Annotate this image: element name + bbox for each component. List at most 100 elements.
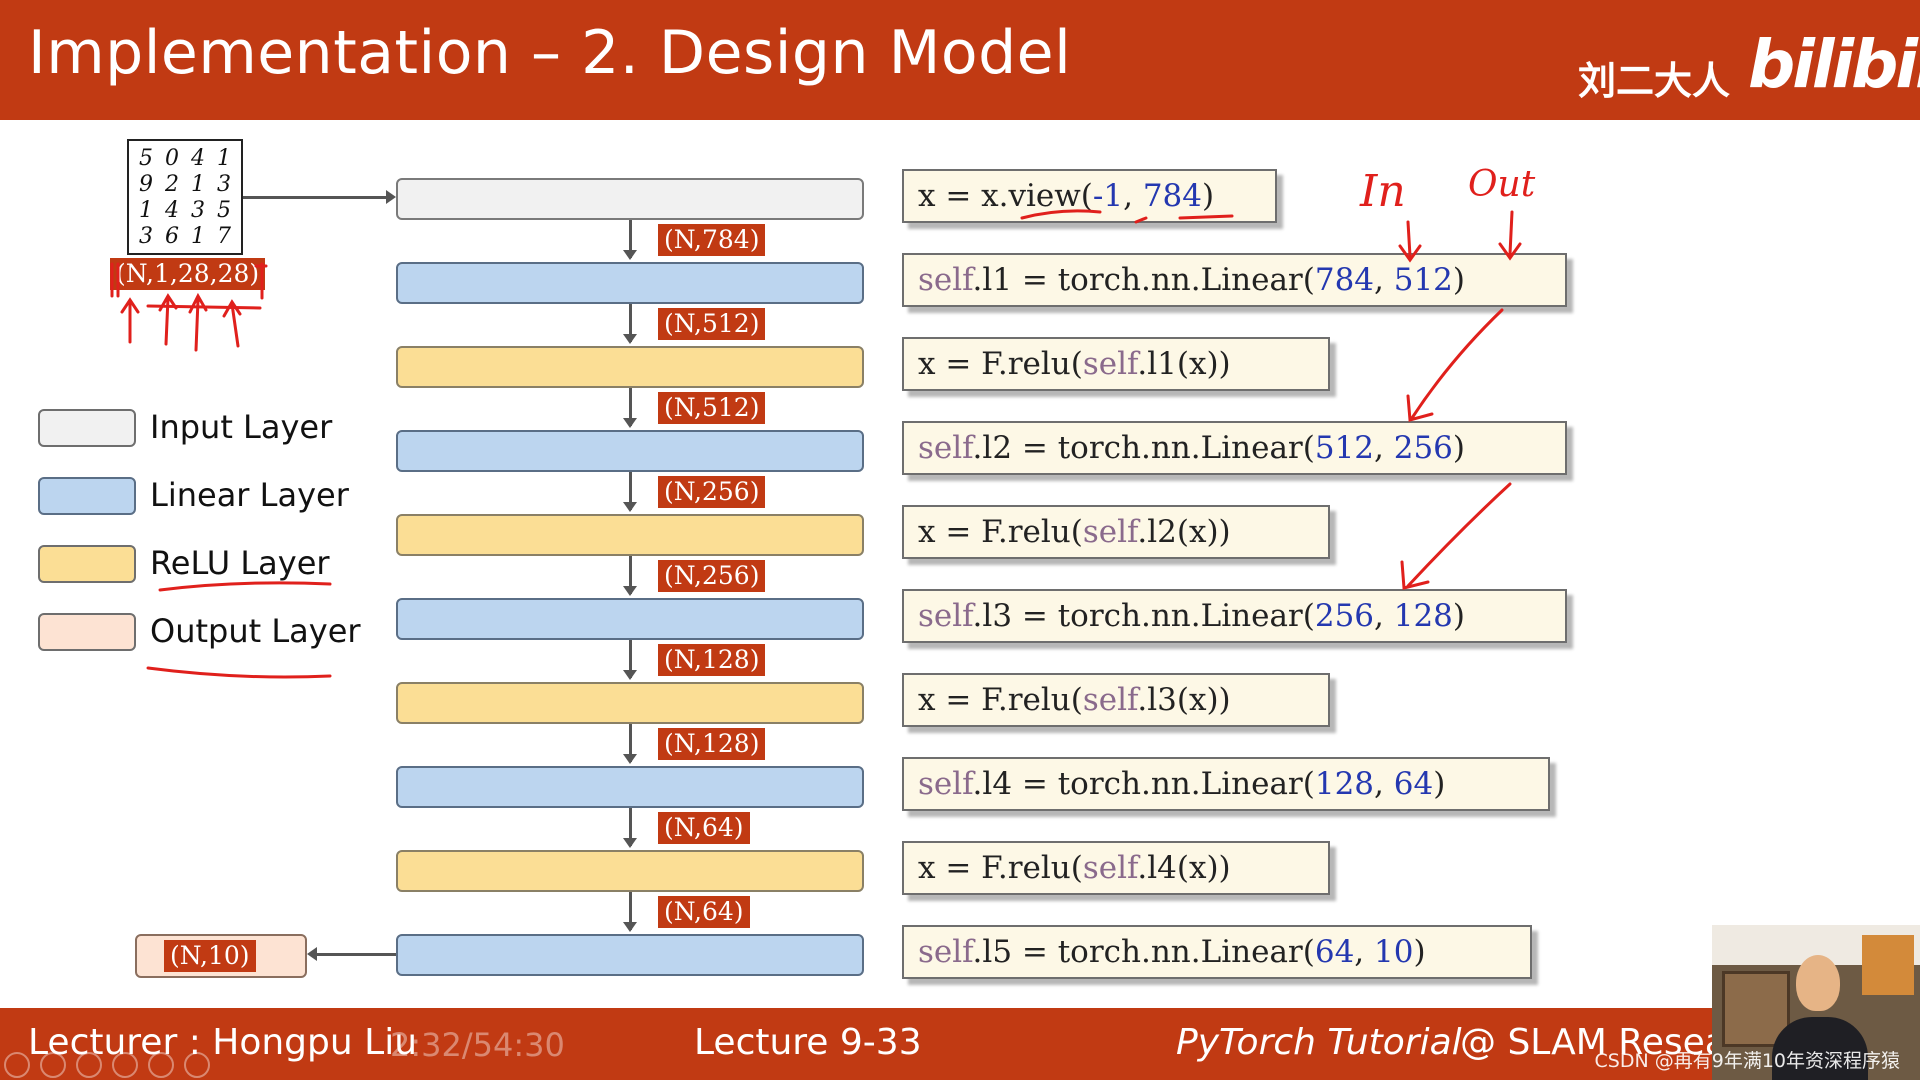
code-linear-line-4: self.l4 = torch.nn.Linear(128, 64): [902, 757, 1550, 811]
mnist-digit: 1: [191, 171, 205, 197]
tensor-shape-label: (N,128): [658, 644, 766, 676]
mnist-digit: 3: [217, 171, 231, 197]
bilibili-logo: bilibili: [1748, 26, 1920, 103]
code-number: 256: [1393, 430, 1453, 466]
video-player-controls[interactable]: [4, 1052, 224, 1080]
tensor-shape-label: (N,512): [658, 392, 766, 424]
flow-arrow: [623, 220, 637, 260]
mnist-digit: 1: [191, 223, 205, 249]
legend-input-swatch: [38, 409, 136, 447]
more-icon[interactable]: [184, 1052, 210, 1078]
author-brand: 刘二大人: [1578, 59, 1731, 103]
code-linear-line-2: self.l2 = torch.nn.Linear(512, 256): [902, 421, 1567, 475]
mnist-digit: 5: [139, 145, 153, 171]
mnist-digit: 2: [165, 171, 179, 197]
code-number: 128: [1314, 766, 1375, 802]
forward-icon[interactable]: [76, 1052, 102, 1078]
code-text: ,: [1374, 430, 1394, 466]
mnist-digit: 3: [191, 197, 205, 223]
code-text: ): [1202, 178, 1215, 214]
zoom-icon[interactable]: [148, 1052, 174, 1078]
lecture-number: Lecture 9-33: [694, 1022, 922, 1063]
chain-arrow-ink: [1406, 308, 1504, 422]
code-text: self.l5 = torch.nn.Linear(: [918, 934, 1315, 970]
relu-layer: [396, 346, 864, 388]
code-text: self.l2 = torch.nn.Linear(: [918, 430, 1315, 466]
up-arrow-ink: [120, 297, 140, 344]
tensor-shape-label: (N,256): [658, 560, 766, 592]
mnist-digit: 0: [165, 145, 179, 171]
code-text: self.l4 = torch.nn.Linear(: [918, 766, 1315, 802]
legend-output-label: Output Layer: [150, 612, 361, 650]
input-layer: [396, 178, 864, 220]
code-relu-line-3: x = F.relu(self.l3(x)): [902, 673, 1330, 727]
code-relu-line-4: x = F.relu(self.l4(x)): [902, 841, 1330, 895]
code-number: 256: [1314, 598, 1375, 634]
code-text: ): [1452, 262, 1466, 298]
mnist-digit: 7: [217, 223, 231, 249]
code-linear-line-3: self.l3 = torch.nn.Linear(256, 128): [902, 589, 1567, 643]
rewind-icon[interactable]: [4, 1052, 30, 1078]
code-number: 10: [1374, 934, 1414, 970]
linear-layer: [396, 934, 864, 976]
play-icon[interactable]: [40, 1052, 66, 1078]
out-arrow-ink: [1498, 210, 1522, 261]
relu-layer: [396, 850, 864, 892]
code-relu-line-2: x = F.relu(self.l2(x)): [902, 505, 1330, 559]
code-text: ): [1433, 766, 1446, 802]
code-text: ): [1452, 598, 1466, 634]
lecturer-body: [1772, 1017, 1868, 1080]
code-text: ,: [1123, 178, 1143, 214]
mnist-digit: 1: [139, 197, 153, 223]
linear-layer: [396, 598, 864, 640]
flow-arrow: [623, 556, 637, 596]
up-arrow-ink: [158, 293, 178, 346]
in-label-ink: In: [1359, 166, 1406, 217]
output-arrow: [307, 947, 396, 961]
code-text: ): [1452, 430, 1466, 466]
screenshot-icon[interactable]: [112, 1052, 138, 1078]
mnist-digit: 1: [217, 145, 231, 171]
code-text: ,: [1354, 934, 1375, 970]
linear-layer: [396, 262, 864, 304]
code-keyword: self: [918, 430, 973, 466]
code-text: ): [1413, 934, 1426, 970]
flow-arrow: [623, 388, 637, 428]
code-linear-line-5: self.l5 = torch.nn.Linear(64, 10): [902, 925, 1532, 979]
course-suffix: @ SLAM Resea: [1460, 1022, 1727, 1063]
code-view-line: x = x.view(-1, 784): [902, 169, 1277, 223]
code-keyword: self: [918, 934, 973, 970]
up-arrow-ink: [222, 299, 242, 348]
code-keyword: self: [918, 598, 973, 634]
code-text: ,: [1374, 598, 1394, 634]
out-label-ink: Out: [1468, 164, 1536, 205]
flow-arrow: [623, 472, 637, 512]
up-arrow-ink: [188, 292, 208, 352]
code-keyword: self: [918, 262, 973, 298]
code-number: 64: [1393, 766, 1434, 802]
slide-title: Implementation – 2. Design Model: [28, 18, 1072, 88]
relu-layer: [396, 514, 864, 556]
tensor-shape-label: (N,784): [658, 224, 766, 256]
flow-arrow: [623, 808, 637, 848]
legend-relu-swatch: [38, 545, 136, 583]
legend-input-label: Input Layer: [150, 408, 333, 446]
code-text: self.l3 = torch.nn.Linear(: [918, 598, 1315, 634]
underline-output-ink: [146, 666, 332, 679]
mnist-digit: 6: [165, 223, 179, 249]
code-number: -1: [1092, 178, 1124, 214]
mnist-digit: 5: [217, 197, 231, 223]
lecturer-face: [1796, 955, 1840, 1011]
flow-arrow: [623, 640, 637, 680]
tensor-shape-label: (N,128): [658, 728, 766, 760]
code-text: self.l1 = torch.nn.Linear(: [918, 262, 1315, 298]
chain-arrow-ink: [1400, 482, 1512, 590]
flow-arrow: [623, 724, 637, 764]
input-shape-label: (N,1,28,28): [110, 258, 266, 290]
code-number: 128: [1393, 598, 1453, 634]
legend-relu-label: ReLU Layer: [150, 544, 330, 582]
underline-relu-ink: [158, 581, 332, 592]
flow-arrow: [623, 304, 637, 344]
input-arrow: [243, 190, 396, 204]
mnist-digit: 3: [139, 223, 153, 249]
